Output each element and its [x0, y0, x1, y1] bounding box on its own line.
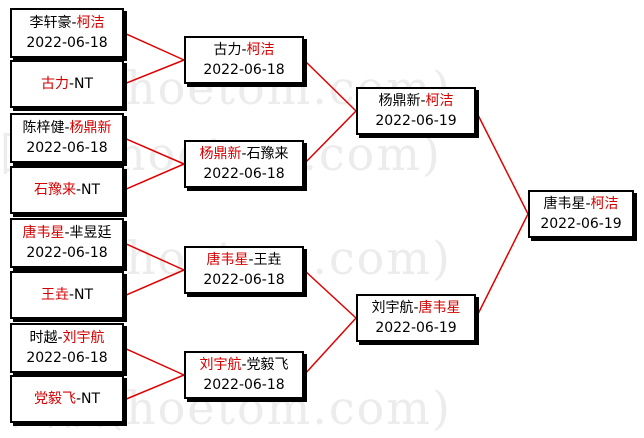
player-a: 陈梓健 [22, 120, 65, 136]
player-b: 芈昱廷 [69, 225, 112, 241]
player-b-winner: 刘宇航 [62, 330, 105, 346]
match-date: 2022-06-18 [203, 166, 285, 182]
match-box-r2-4: 刘宇航-党毅飞 2022-06-18 [184, 351, 304, 399]
match-box-r2-2: 杨鼎新-石豫来 2022-06-18 [184, 140, 304, 188]
player-a-winner: 刘宇航 [199, 357, 242, 373]
match-box-r1-3: 陈梓健-杨鼎新 2022-06-18 [10, 113, 124, 163]
connector-line [475, 213, 529, 319]
match-date: 2022-06-19 [375, 113, 457, 129]
match-date: 2022-06-19 [540, 216, 622, 232]
player-b: NT [81, 182, 101, 198]
connector-line [123, 59, 185, 85]
match-box-r1-7: 时越-刘宇航 2022-06-18 [10, 323, 124, 373]
player-a: 刘宇航 [371, 300, 414, 316]
player-b-winner: 柯洁 [425, 93, 454, 109]
player-b-winner: 柯洁 [590, 196, 619, 212]
connector-line [123, 347, 185, 376]
match-date: 2022-06-18 [203, 62, 285, 78]
connector-line [123, 374, 185, 401]
player-b-winner: 唐韦星 [418, 300, 461, 316]
match-date: 2022-06-18 [26, 350, 108, 366]
match-box-r1-6: 王垚-NT [10, 271, 124, 319]
player-b-winner: 柯洁 [246, 42, 275, 58]
player-b: NT [74, 287, 94, 303]
connector-line [303, 110, 357, 165]
match-date: 2022-06-18 [203, 377, 285, 393]
player-b-winner: 杨鼎新 [69, 120, 112, 136]
player-b: 党毅飞 [246, 357, 289, 373]
player-a-winner: 石豫来 [33, 182, 76, 198]
player-a: 时越 [29, 330, 58, 346]
match-box-r2-3: 唐韦星-王垚 2022-06-18 [184, 246, 304, 294]
player-a-winner: 党毅飞 [33, 391, 76, 407]
player-a-winner: 唐韦星 [22, 225, 65, 241]
match-box-final: 唐韦星-柯洁 2022-06-19 [528, 190, 634, 238]
bracket-lines [123, 32, 529, 401]
connector-line [475, 110, 529, 215]
match-date: 2022-06-18 [203, 272, 285, 288]
match-date: 2022-06-19 [375, 320, 457, 336]
connector-line [303, 269, 357, 319]
match-box-r1-8: 党毅飞-NT [10, 375, 124, 423]
player-b: 石豫来 [246, 146, 289, 162]
player-a-winner: 杨鼎新 [199, 146, 242, 162]
player-b: NT [81, 391, 101, 407]
player-a-winner: 古力 [40, 76, 69, 92]
match-box-r1-5: 唐韦星-芈昱廷 2022-06-18 [10, 218, 124, 268]
connector-line [123, 269, 185, 297]
match-box-semi-2: 刘宇航-唐韦星 2022-06-19 [356, 294, 476, 342]
connector-line [123, 137, 185, 165]
player-b-winner: 柯洁 [76, 15, 105, 31]
player-a-winner: 唐韦星 [206, 252, 249, 268]
match-date: 2022-06-18 [26, 140, 108, 156]
player-b: 王垚 [253, 252, 282, 268]
match-box-r1-1: 李轩豪-柯洁 2022-06-18 [10, 8, 124, 58]
player-a: 唐韦星 [543, 196, 586, 212]
player-b: NT [74, 76, 94, 92]
connector-line [123, 32, 185, 61]
match-box-r1-4: 石豫来-NT [10, 166, 124, 214]
match-date: 2022-06-18 [26, 35, 108, 51]
player-a-winner: 王垚 [40, 287, 69, 303]
match-box-r1-2: 古力-NT [10, 60, 124, 108]
connector-line [303, 59, 357, 112]
player-a: 杨鼎新 [378, 93, 421, 109]
match-box-r2-1: 古力-柯洁 2022-06-18 [184, 36, 304, 84]
match-box-semi-1: 杨鼎新-柯洁 2022-06-19 [356, 87, 476, 135]
connector-line [303, 317, 357, 376]
player-a: 古力 [213, 42, 242, 58]
match-date: 2022-06-18 [26, 245, 108, 261]
connector-line [123, 242, 185, 271]
player-a: 李轩豪 [29, 15, 72, 31]
connector-line [123, 163, 185, 191]
